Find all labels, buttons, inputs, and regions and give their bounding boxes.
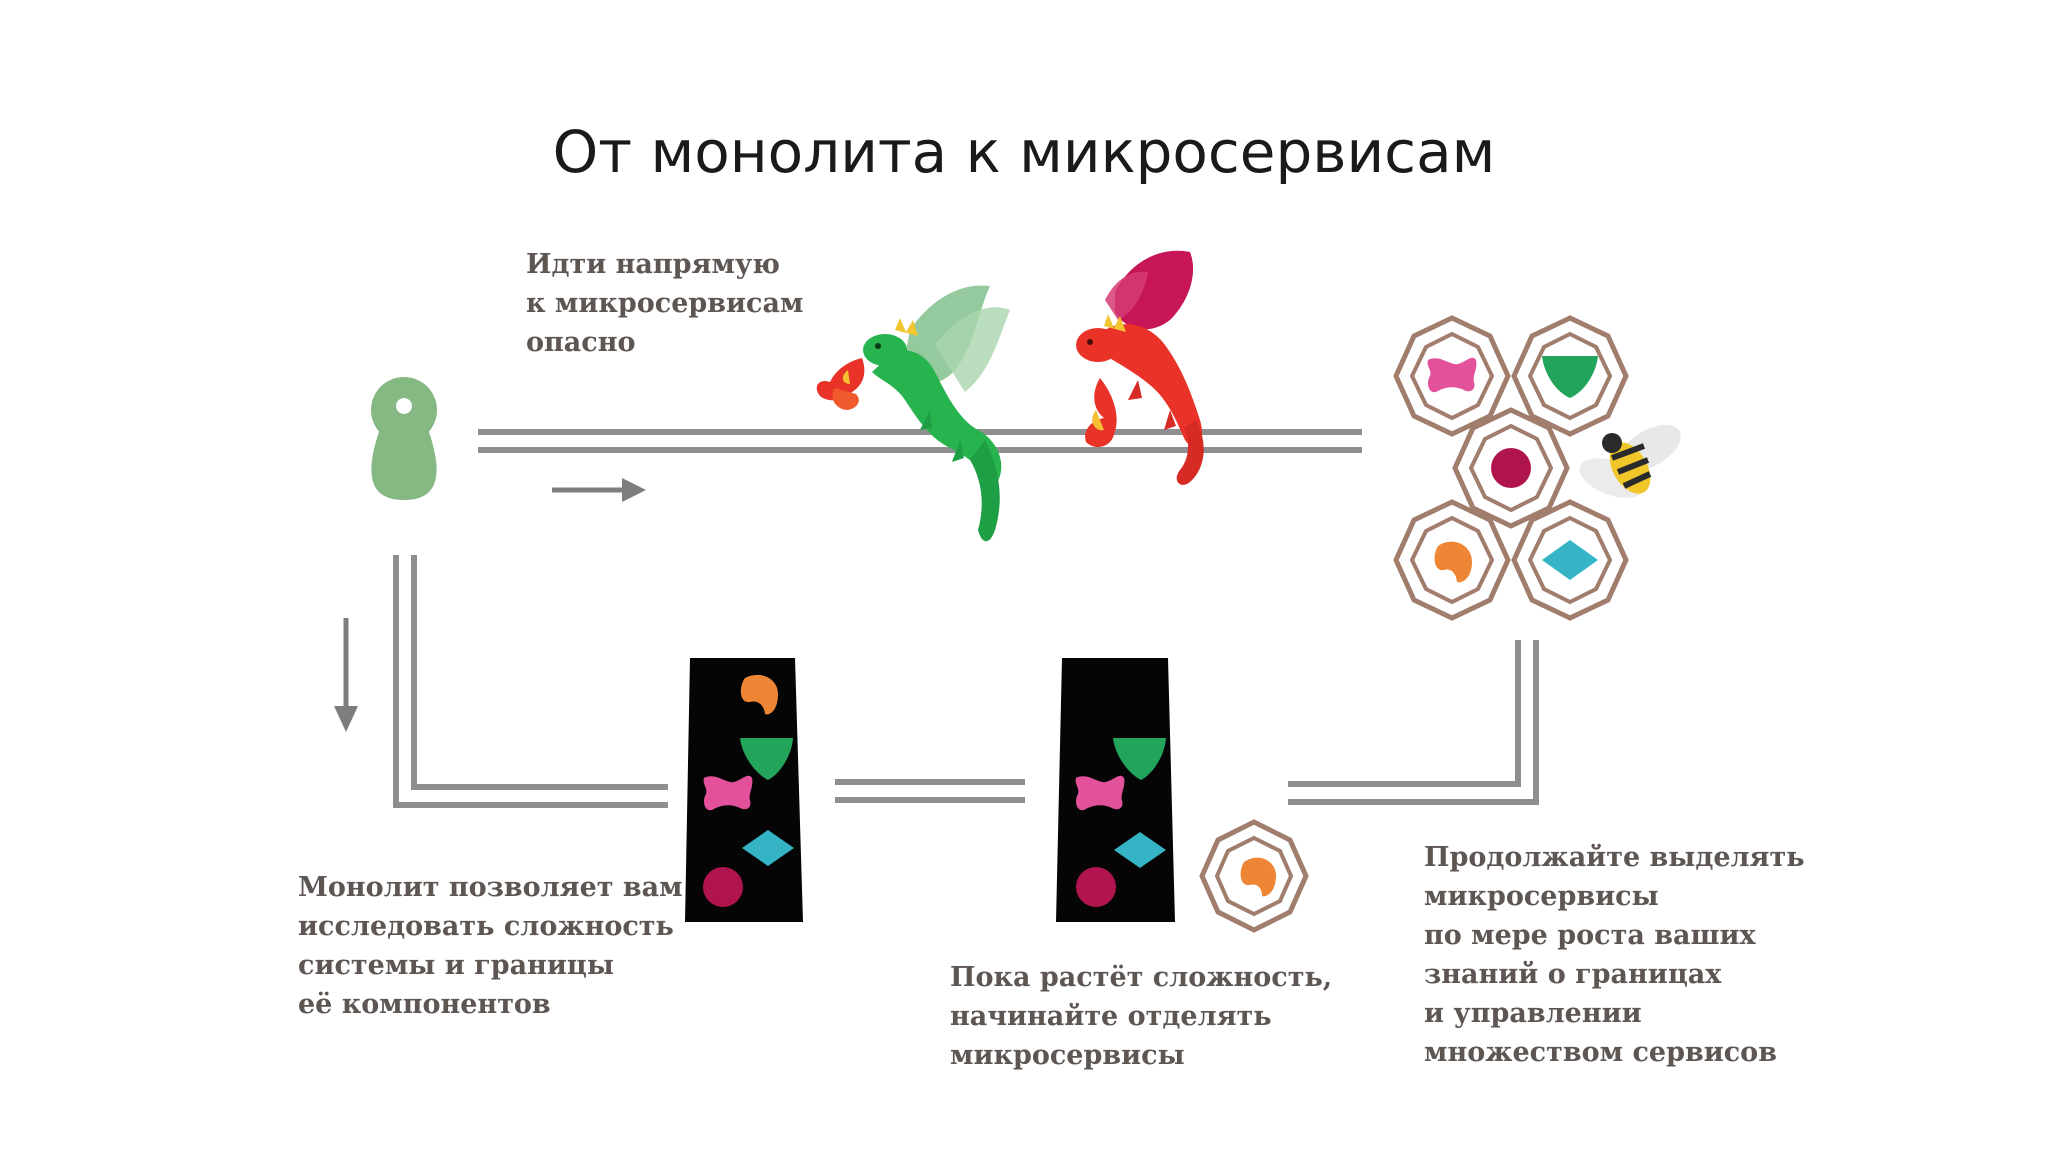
service-cell — [1393, 315, 1511, 437]
green-triangle-icon — [1542, 356, 1598, 398]
crimson-circle-icon — [703, 867, 743, 907]
caption-grow: Пока растёт сложность, начинайте отделят… — [950, 958, 1332, 1075]
bee-icon — [1579, 424, 1681, 498]
pink-shape-icon — [703, 775, 753, 811]
caption-line: её компонентов — [298, 989, 551, 1020]
caption-line: множеством сервисов — [1424, 1037, 1777, 1068]
orange-shape-icon — [1434, 541, 1472, 583]
slide-title: От монолита к микросервисам — [552, 118, 1496, 186]
caption-line: опасно — [526, 327, 636, 358]
caption-line: начинайте отделять — [950, 1001, 1272, 1032]
monolith-block-middle — [1056, 658, 1175, 922]
caption-direct-danger: Идти напрямую к микросервисам опасно — [526, 245, 803, 362]
caption-line: и управлении — [1424, 998, 1642, 1029]
cyan-diamond-icon — [1542, 540, 1598, 580]
orange-shape-icon — [1240, 857, 1276, 897]
caption-line: системы и границы — [298, 950, 614, 981]
green-triangle-icon — [1113, 738, 1166, 780]
crimson-circle-icon — [1076, 867, 1116, 907]
cyan-diamond-icon — [742, 830, 794, 866]
red-dragon-icon — [1076, 250, 1204, 485]
caption-line: микросервисы — [1424, 881, 1659, 912]
crimson-circle-icon — [1491, 448, 1531, 488]
green-dragon-icon — [816, 285, 1010, 542]
separated-service-cell — [1199, 819, 1309, 933]
caption-line: к микросервисам — [526, 288, 804, 319]
track-lines — [393, 429, 1539, 808]
caption-line: Идти напрямую — [526, 249, 780, 280]
service-cell — [1452, 407, 1570, 529]
arrow-down-icon — [334, 618, 358, 732]
pink-shape-icon — [1427, 357, 1477, 393]
microservices-honeycomb — [1393, 315, 1629, 621]
service-cell — [1393, 499, 1511, 621]
orange-shape-icon — [740, 674, 778, 715]
caption-line: знаний о границах — [1424, 959, 1722, 990]
caption-line: Пока растёт сложность, — [950, 962, 1333, 993]
service-cell — [1511, 315, 1629, 437]
caption-line: Монолит позволяет вам — [298, 872, 683, 903]
arrow-right-icon — [552, 478, 646, 502]
caption-line: исследовать сложность — [298, 911, 674, 942]
person-icon — [371, 377, 437, 500]
service-cell — [1511, 499, 1629, 621]
caption-monolith: Монолит позволяет вам исследовать сложно… — [298, 868, 683, 1024]
caption-line: по мере роста ваших — [1424, 920, 1756, 951]
cyan-diamond-icon — [1114, 832, 1166, 868]
caption-line: микросервисы — [950, 1040, 1185, 1071]
green-triangle-icon — [740, 738, 793, 780]
pink-shape-icon — [1075, 775, 1125, 811]
caption-line: Продолжайте выделять — [1424, 842, 1805, 873]
caption-continue: Продолжайте выделять микросервисы по мер… — [1424, 838, 1805, 1072]
monolith-block-left — [685, 658, 803, 922]
